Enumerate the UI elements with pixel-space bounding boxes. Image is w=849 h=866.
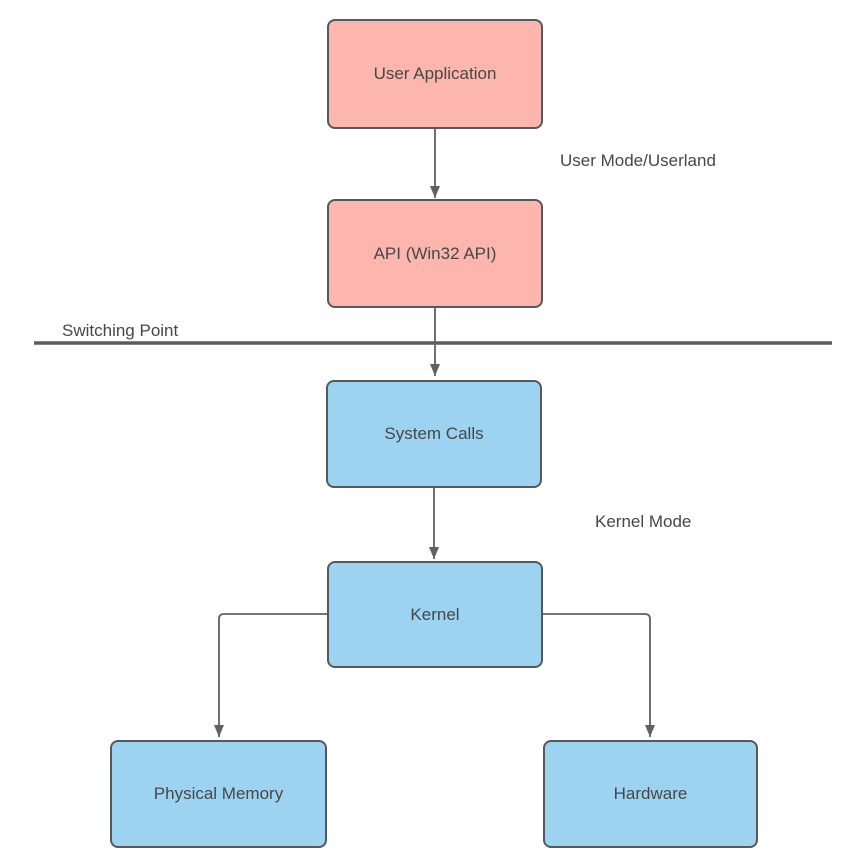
node-label: API (Win32 API) [373,243,497,263]
node-label: System Calls [384,424,484,443]
arrow-kernel-to-physical-memory [214,613,327,737]
node-hardware: Hardware [543,740,758,848]
node-label: Kernel [410,604,460,624]
node-label: Physical Memory [153,784,284,803]
node-user-application: User Application [327,19,543,129]
node-kernel: Kernel [327,561,543,668]
node-api: API (Win32 API) [327,199,543,308]
arrow-kernel-to-hardware [543,613,655,737]
label-switching-point: Switching Point [62,321,179,340]
node-system-calls: System Calls [326,380,542,488]
label-kernel-mode: Kernel Mode [595,512,692,531]
node-physical-memory: Physical Memory [110,740,327,848]
node-label: User Application [373,64,497,83]
node-label: Hardware [613,784,688,803]
label-user-mode: User Mode/Userland [560,151,716,170]
